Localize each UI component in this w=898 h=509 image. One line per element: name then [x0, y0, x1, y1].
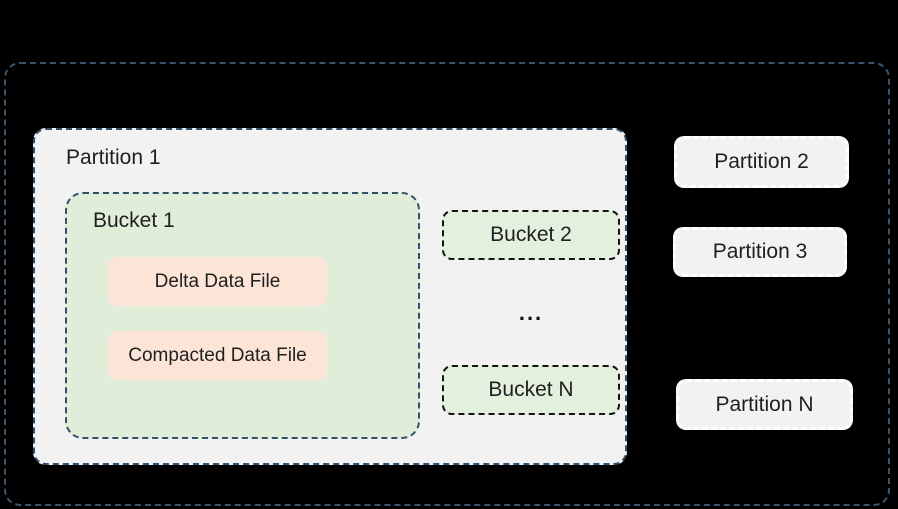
partition-1-label: Partition 1 [66, 146, 161, 169]
partition-n-node: Partition N [676, 379, 853, 430]
buckets-ellipsis: ... [518, 300, 544, 325]
bucket-2-node: Bucket 2 [442, 210, 620, 260]
bucket-1-label: Bucket 1 [93, 209, 175, 232]
compacted-data-file-node: Compacted Data File [108, 331, 327, 380]
bucket-n-node: Bucket N [442, 365, 620, 415]
delta-data-file-node: Delta Data File [108, 257, 327, 306]
table-boundary-dashed-container [4, 62, 890, 506]
partition-1-container: Partition 1 Bucket 1 Delta Data File Com… [33, 128, 627, 465]
partition-2-node: Partition 2 [674, 136, 849, 188]
partition-3-node: Partition 3 [673, 227, 847, 277]
bucket-1-container: Bucket 1 Delta Data File Compacted Data … [65, 192, 420, 439]
